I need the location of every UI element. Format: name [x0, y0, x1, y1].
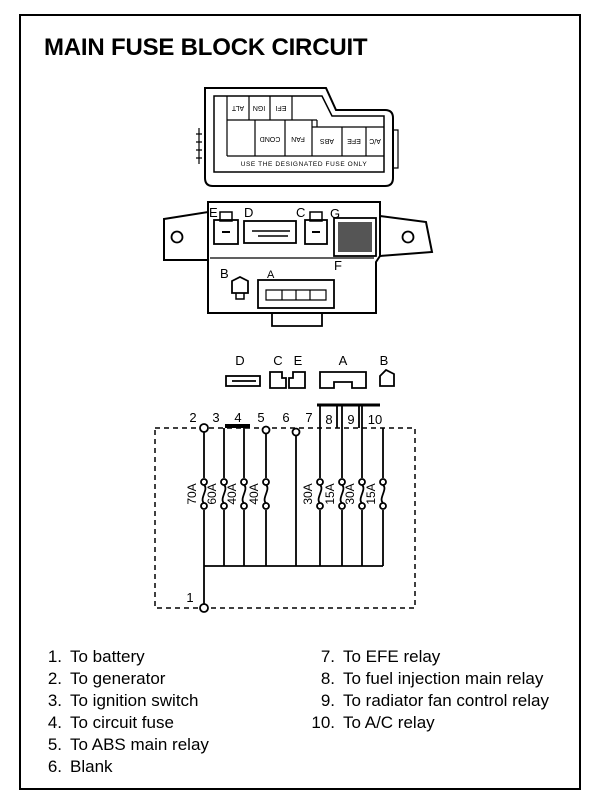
- legend-item: 3. To ignition switch: [38, 690, 209, 712]
- legend-item: 10. To A/C relay: [304, 712, 564, 734]
- fuse-rating-2: 60A: [205, 483, 219, 504]
- legend-text: To ignition switch: [70, 691, 199, 710]
- fuse-rating-1: 70A: [185, 483, 199, 504]
- row-letter-a: A: [339, 353, 348, 368]
- terminal-number-7: 7: [305, 410, 312, 425]
- terminal-number-1: 1: [186, 590, 193, 605]
- page-title: MAIN FUSE BLOCK CIRCUIT: [44, 34, 368, 61]
- terminal-number-3: 3: [212, 410, 219, 425]
- connector-letter-c: C: [296, 205, 305, 220]
- fuse-symbol: [358, 478, 366, 510]
- connector-letter-a: A: [267, 269, 275, 281]
- legend-item: 4. To circuit fuse: [38, 712, 209, 734]
- legend-number: 5.: [47, 735, 62, 754]
- legend-item: 8. To fuel injection main relay: [304, 668, 564, 690]
- cover-label-ign: IGN: [253, 104, 265, 111]
- row-letter-c: C: [273, 353, 282, 368]
- legend-number: 2.: [47, 669, 62, 688]
- schematic: 70A 60A 40A 40A 30A 15A 30A 15A 1 2 3 4 …: [154, 403, 416, 613]
- legend-item: 7. To EFE relay: [304, 646, 564, 668]
- row-letter-e: E: [294, 353, 303, 368]
- terminal-number-9: 9: [347, 412, 354, 427]
- legend-item: 9. To radiator fan control relay: [304, 690, 564, 712]
- legend-number: 8.: [320, 669, 335, 688]
- legend-text: To generator: [70, 669, 166, 688]
- cover-label-cond: COND: [260, 135, 281, 142]
- legend-number: 9.: [320, 691, 335, 710]
- terminal-5-node: [261, 425, 271, 435]
- connector-row-letters: D C E A B: [235, 353, 388, 368]
- fuse-rating-3: 40A: [225, 483, 239, 504]
- cover-label-abs: ABS: [320, 137, 334, 144]
- cover-label-fan: FAN: [291, 135, 305, 142]
- fuse-symbols: [200, 478, 387, 510]
- row-letter-b: B: [380, 353, 389, 368]
- terminal-number-10: 10: [368, 412, 382, 427]
- fuse-symbol: [338, 478, 346, 510]
- fuse-rating-4: 40A: [247, 483, 261, 504]
- fuse-cover-labels: ALT IGN EFI COND FAN ABS EFE A/C USE THE…: [231, 104, 381, 168]
- terminal-number-4: 4: [234, 410, 241, 425]
- legend-number: 4.: [47, 713, 62, 732]
- legend-text: To ABS main relay: [70, 735, 209, 754]
- terminal-numbers: 1 2 3 4 5 6 7 8 9 10: [186, 410, 382, 605]
- fuse-symbol: [262, 478, 270, 510]
- legend-item: 1. To battery: [38, 646, 209, 668]
- legend-text: To circuit fuse: [70, 713, 174, 732]
- fuse-rating-8: 15A: [364, 483, 378, 504]
- terminal-number-6: 6: [282, 410, 289, 425]
- legend-text: To EFE relay: [343, 647, 441, 666]
- cover-footer-text: USE THE DESIGNATED FUSE ONLY: [241, 161, 368, 168]
- legend-number: 6.: [47, 757, 62, 776]
- legend-text: To fuel injection main relay: [343, 669, 544, 688]
- legend-item: 2. To generator: [38, 668, 209, 690]
- page-border: [19, 14, 581, 790]
- terminal-number-2: 2: [189, 410, 196, 425]
- legend-text: To battery: [70, 647, 145, 666]
- fuse-block-body: [163, 201, 434, 327]
- connector-row: [225, 368, 395, 389]
- fuse-symbol: [220, 478, 228, 510]
- connector-letter-d: D: [244, 205, 253, 220]
- terminal-number-8: 8: [325, 412, 332, 427]
- fuse-rating-7: 30A: [343, 483, 357, 504]
- connector-letter-b: B: [220, 266, 229, 281]
- connector-letters: E D C G F B A: [209, 205, 342, 281]
- fuse-block-cover: [196, 87, 399, 187]
- legend-number: 10.: [311, 713, 335, 732]
- legend-number: 3.: [47, 691, 62, 710]
- cover-label-alt: ALT: [231, 104, 244, 111]
- terminal-1-node: [199, 603, 209, 613]
- fuse-rating-6: 15A: [323, 483, 337, 504]
- cover-label-efi: EFI: [276, 104, 287, 111]
- connector-letter-g: G: [330, 206, 340, 221]
- terminal-6-node: [291, 427, 301, 437]
- cover-label-ac: A/C: [369, 137, 381, 144]
- legend-text: To radiator fan control relay: [343, 691, 549, 710]
- connector-letter-f: F: [334, 258, 342, 273]
- cover-label-efe: EFE: [347, 137, 361, 144]
- legend-text: To A/C relay: [343, 713, 435, 732]
- connector-letter-e: E: [209, 205, 218, 220]
- fuse-symbol: [240, 478, 248, 510]
- legend-number: 1.: [47, 647, 62, 666]
- fuse-symbol: [316, 478, 324, 510]
- fuse-rating-5: 30A: [301, 483, 315, 504]
- terminal-number-5: 5: [257, 410, 264, 425]
- fuse-ratings: 70A 60A 40A 40A 30A 15A 30A 15A: [185, 483, 378, 504]
- row-letter-d: D: [235, 353, 244, 368]
- terminal-2-node: [199, 423, 209, 433]
- legend-text: Blank: [70, 757, 113, 776]
- legend-right: 7. To EFE relay 8. To fuel injection main …: [304, 646, 564, 734]
- legend-item: 5. To ABS main relay: [38, 734, 209, 756]
- legend-item: 6. Blank: [38, 756, 209, 778]
- legend-number: 7.: [320, 647, 335, 666]
- fuse-symbol: [379, 478, 387, 510]
- legend-left: 1. To battery 2. To generator 3. To ignitio…: [38, 646, 209, 778]
- fuse-symbol: [200, 478, 208, 510]
